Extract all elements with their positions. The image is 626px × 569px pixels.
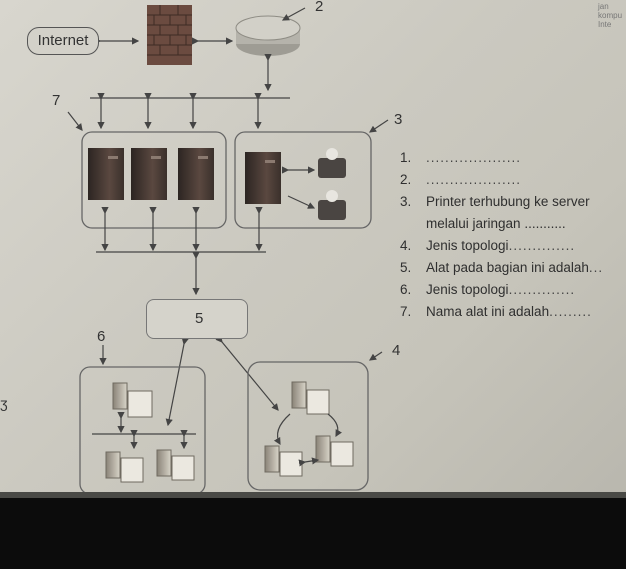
corner-text: jan kompu Inte: [598, 2, 623, 29]
label-number-3: 3: [394, 111, 403, 128]
question-item: 2.....................: [400, 172, 522, 187]
computer-icon: [264, 445, 303, 477]
server-icon: [88, 148, 124, 200]
ring-topology-box: [247, 361, 369, 491]
computer-icon: [315, 435, 354, 467]
server-icon: [131, 148, 167, 200]
paper-edge: [0, 492, 626, 498]
printer-group-box: [234, 131, 372, 229]
computer-icon: [112, 382, 153, 418]
question-item-continued: melalui jaringan ...........: [426, 216, 566, 231]
svg-text:ʒ: ʒ: [0, 395, 8, 411]
computer-icon: [156, 449, 195, 481]
question-item: 1.....................: [400, 150, 522, 165]
question-item: 5.Alat pada bagian ini adalah...: [400, 260, 604, 275]
label-number-2: 2: [315, 0, 324, 15]
question-item: 3.Printer terhubung ke server: [400, 194, 590, 209]
question-item: 7.Nama alat ini adalah.........: [400, 304, 592, 319]
label-number-6: 6: [97, 328, 106, 345]
question-item: 6.Jenis topologi..............: [400, 282, 576, 297]
internet-label: Internet: [27, 27, 99, 55]
firewall-icon: [147, 5, 192, 65]
question-item: 4.Jenis topologi..............: [400, 238, 576, 253]
dark-background: [0, 492, 626, 569]
server-icon: [245, 152, 281, 204]
label-number-4: 4: [392, 342, 401, 359]
computer-icon: [291, 381, 330, 415]
printer-icon: [318, 148, 346, 178]
label-number-5: 5: [146, 299, 248, 339]
server-icon: [178, 148, 214, 200]
computer-icon: [105, 451, 144, 483]
network-diagram: ʒ: [0, 5, 389, 495]
router-icon: [235, 15, 301, 56]
question-list: 1..................... 2................…: [400, 147, 626, 323]
printer-icon: [318, 190, 346, 220]
label-number-7: 7: [52, 92, 61, 109]
